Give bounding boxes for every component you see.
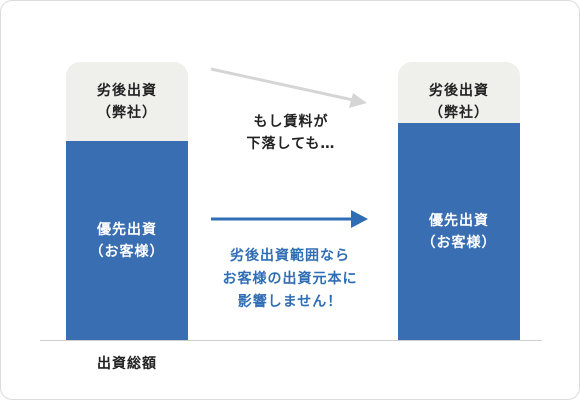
principal-safe-note-line1: 劣後出資範囲なら [230, 248, 350, 264]
rent-decline-note-line1: もし賃料が [253, 114, 329, 130]
right-stacked-bar: 劣後出資 （弊社） 優先出資 （お客様） [398, 62, 520, 340]
left-subordinated-segment: 劣後出資 （弊社） [66, 62, 188, 141]
right-senior-label-line2: （お客様） [421, 234, 497, 251]
right-senior-label-line1: 優先出資 [429, 212, 489, 229]
left-senior-label-line2: （お客様） [89, 243, 165, 260]
left-senior-label-line1: 優先出資 [97, 221, 157, 238]
right-subordinated-label-line1: 劣後出資 [429, 83, 489, 99]
right-senior-segment: 優先出資 （お客様） [398, 123, 520, 340]
rent-decline-note-line2: 下落しても… [246, 136, 336, 152]
baseline [40, 340, 542, 341]
rent-decline-note: もし賃料が 下落しても… [216, 111, 366, 155]
left-subordinated-label-line2: （弊社） [97, 104, 157, 121]
principal-safe-note: 劣後出資範囲なら お客様の出資元本に 影響しません！ [199, 245, 381, 314]
left-stacked-bar: 劣後出資 （弊社） 優先出資 （お客様） [66, 62, 188, 340]
principal-safe-note-line3: 影響しません！ [237, 294, 343, 310]
principal-safe-note-line2: お客様の出資元本に [222, 271, 358, 287]
blue-arrow [211, 210, 368, 228]
left-senior-segment: 優先出資 （お客様） [66, 141, 188, 340]
gray-arrow [210, 67, 367, 108]
right-subordinated-label-line2: （弊社） [429, 105, 489, 121]
right-subordinated-segment: 劣後出資 （弊社） [398, 62, 520, 123]
left-subordinated-label-line1: 劣後出資 [97, 82, 157, 99]
axis-label: 出資総額 [97, 356, 157, 372]
